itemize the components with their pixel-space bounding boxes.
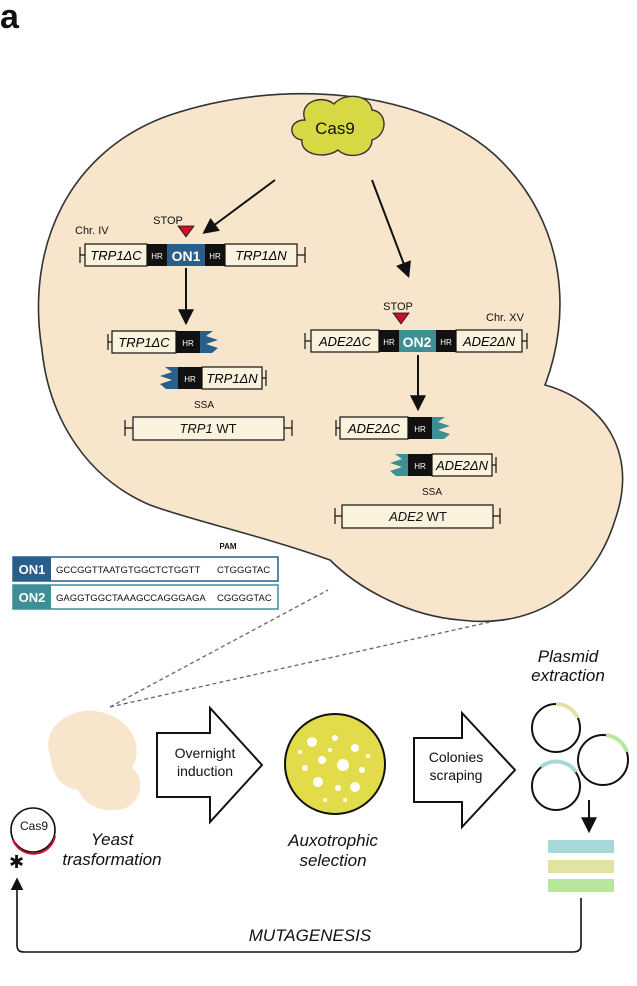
plasmid-line1: Plasmid xyxy=(538,647,599,666)
chr-iv-label: Chr. IV xyxy=(75,225,109,237)
auxotrophic-line1: Auxotrophic xyxy=(287,831,378,850)
hr-label: HR xyxy=(383,338,395,347)
ade2-dn-label: ADE2ΔN xyxy=(435,458,489,473)
cas9-label: Cas9 xyxy=(315,119,355,138)
seq-row-name: ON1 xyxy=(19,562,46,577)
trp1-wt-gene: TRP1 xyxy=(179,421,212,436)
panel-label: a xyxy=(0,0,20,36)
small-yeast-cell xyxy=(48,710,141,811)
plasmid-line2: extraction xyxy=(531,666,605,685)
seq-row-pam: CGGGGTAC xyxy=(217,593,272,604)
mutagenesis-label: MUTAGENESIS xyxy=(249,926,372,945)
ade2-dc-label: ADE2ΔC xyxy=(318,334,372,349)
colonies-line2: scraping xyxy=(430,767,483,783)
zoom-line xyxy=(109,621,491,708)
ssa-label-1: SSA xyxy=(194,400,214,411)
seq-row-on2: ON2 GAGGTGGCTAAAGCCAGGGAGA CGGGGTAC xyxy=(12,584,279,610)
ssa-label-2: SSA xyxy=(422,487,442,498)
trp1-dn-label: TRP1ΔN xyxy=(235,248,287,263)
seq-row-sequence: GAGGTGGCTAAAGCCAGGGAGA xyxy=(56,593,206,604)
cas9-plasmid: Cas9 ✱ xyxy=(9,807,56,872)
overnight-line1: Overnight xyxy=(175,745,236,761)
trp1-dn-label: TRP1ΔN xyxy=(206,371,258,386)
stop-marker-1 xyxy=(177,225,195,238)
hr-label: HR xyxy=(184,375,196,384)
trp1-fragment-downstream: HR TRP1ΔN xyxy=(160,366,267,390)
on2-label: ON2 xyxy=(403,334,432,350)
chr-xv-label: Chr. XV xyxy=(486,312,525,324)
pam-label: PAM xyxy=(219,542,237,551)
ade2-dn-label: ADE2ΔN xyxy=(462,334,516,349)
trp1-locus: TRP1ΔC HR ON1 HR TRP1ΔN xyxy=(79,243,306,267)
hr-label: HR xyxy=(151,252,163,261)
stop-marker-2 xyxy=(392,312,410,325)
ade2-dc-label: ADE2ΔC xyxy=(347,421,401,436)
stop-label-1: STOP xyxy=(153,215,183,227)
trp1-dc-label: TRP1ΔC xyxy=(90,248,142,263)
seq-row-on1: ON1 GCCGGTTAATGTGGCTCTGGTT CTGGGTAC xyxy=(12,556,279,582)
svg-text:TRP1 WT: TRP1 WT xyxy=(179,421,236,436)
ade2-locus: ADE2ΔC HR ON2 HR ADE2ΔN xyxy=(304,329,528,353)
mutation-star-icon: ✱ xyxy=(9,852,24,872)
trp1-fragment-upstream: TRP1ΔC HR xyxy=(107,330,218,354)
sequence-bars xyxy=(548,840,614,892)
seq-row-name: ON2 xyxy=(19,590,46,605)
yeast-transformation-line1: Yeast xyxy=(91,830,135,849)
trp1-wt: TRP1 WT xyxy=(124,416,293,441)
ade2-wt: ADE2 WT xyxy=(334,504,501,529)
overnight-induction-arrow: Overnight induction xyxy=(156,705,264,825)
agar-plate xyxy=(284,713,386,815)
cas9-protein: Cas9 xyxy=(291,95,385,157)
yeast-cell-large xyxy=(37,92,624,623)
stop-label-2: STOP xyxy=(383,301,413,313)
arrow-cas9-to-on1 xyxy=(202,179,276,234)
yeast-transformation-line2: trasformation xyxy=(62,850,161,869)
ade2-wt-gene: ADE2 xyxy=(388,509,424,524)
mutagenesis-loop xyxy=(10,877,582,953)
plasmid-circles xyxy=(531,701,629,811)
hr-label: HR xyxy=(182,339,194,348)
ade2-fragment-upstream: ADE2ΔC HR xyxy=(335,416,450,440)
seq-row-pam: CTGGGTAC xyxy=(217,565,270,576)
arrow-cas9-to-on2 xyxy=(371,179,411,278)
trp1-dc-label: TRP1ΔC xyxy=(118,335,170,350)
on1-label: ON1 xyxy=(172,248,201,264)
ade2-wt-suffix: WT xyxy=(423,509,447,524)
cas9-plasmid-label: Cas9 xyxy=(20,819,48,833)
hr-label: HR xyxy=(414,462,426,471)
hr-label: HR xyxy=(440,338,452,347)
ade2-fragment-downstream: HR ADE2ΔN xyxy=(390,453,497,477)
svg-text:ADE2 WT: ADE2 WT xyxy=(388,509,447,524)
overnight-line2: induction xyxy=(177,763,233,779)
trp1-wt-suffix: WT xyxy=(213,421,237,436)
seq-row-sequence: GCCGGTTAATGTGGCTCTGGTT xyxy=(56,565,200,576)
zoom-line xyxy=(109,589,329,708)
hr-label: HR xyxy=(209,252,221,261)
hr-label: HR xyxy=(414,425,426,434)
colonies-line1: Colonies xyxy=(429,749,483,765)
colonies-scraping-arrow: Colonies scraping xyxy=(413,710,517,830)
auxotrophic-line2: selection xyxy=(299,851,366,870)
